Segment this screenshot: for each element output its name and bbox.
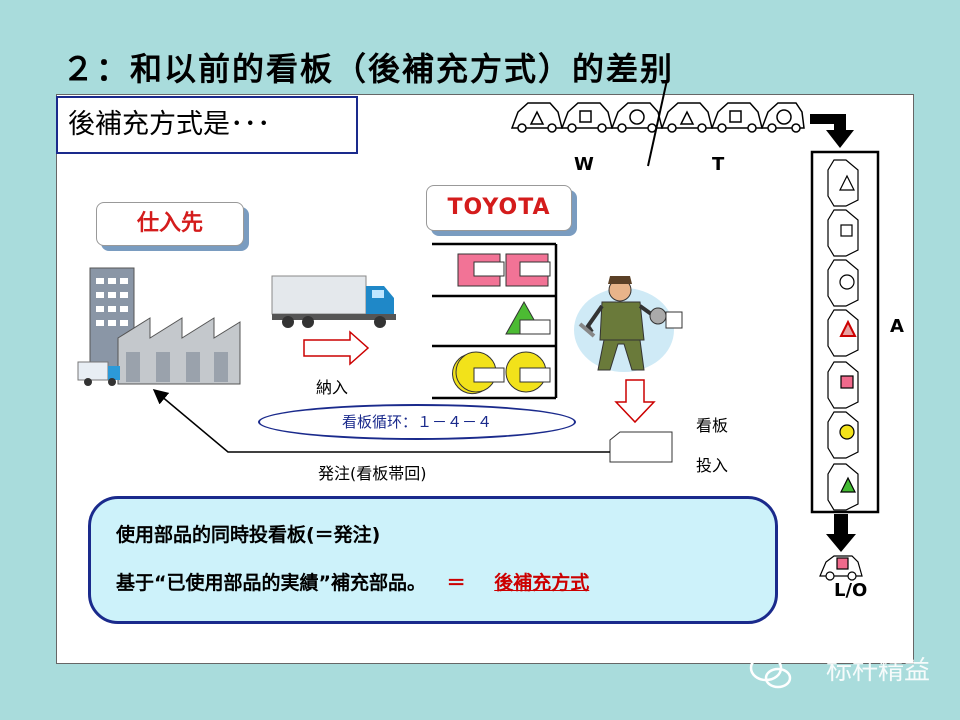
lo-car-icon — [820, 556, 862, 580]
shelf-parts — [453, 254, 550, 394]
w-label: W — [574, 154, 594, 175]
truck-icon — [272, 276, 396, 328]
summary-line-2: 基于“已使用部品的実績”補充部品。 ＝ 後補充方式 — [116, 568, 589, 595]
car-square-icon — [712, 103, 762, 132]
summary-result: 後補充方式 — [494, 572, 589, 594]
line-entry-arrow-icon — [810, 114, 854, 148]
car-circle-icon — [762, 103, 804, 132]
toyota-label: TOYOTA — [426, 185, 572, 231]
factory-icon — [78, 268, 240, 386]
kanban-cycle-oval: 看板循环：１－４－４ — [258, 404, 576, 440]
summary-line-1: 使用部品的同時投看板(＝発注) — [116, 520, 380, 547]
worker-icon — [574, 276, 682, 372]
kanban-card-icon — [610, 432, 672, 462]
line-exit-arrow-icon — [826, 514, 856, 552]
t-label: T — [712, 154, 724, 175]
lo-label: L/O — [834, 580, 867, 601]
summary-line-2-text: 基于“已使用部品的実績”補充部品。 — [116, 572, 426, 594]
summary-box — [88, 496, 778, 624]
kanban-post-arrow-icon — [616, 380, 654, 422]
delivery-label: 納入 — [316, 374, 348, 398]
delivery-arrow-icon — [304, 332, 368, 364]
supplier-label: 仕入先 — [96, 202, 244, 246]
post-label: 投入 — [696, 452, 728, 476]
wechat-icon — [748, 652, 794, 692]
order-label: 発注(看板帯回) — [318, 460, 427, 484]
summary-equals: ＝ — [447, 572, 466, 594]
car-square-icon — [562, 103, 612, 132]
car-triangle-icon — [512, 103, 562, 132]
car-circle-icon — [612, 103, 662, 132]
watermark-text: 标杆精益 — [826, 650, 930, 687]
a-label: A — [890, 316, 904, 337]
kanban-label: 看板 — [696, 412, 728, 436]
car-triangle-icon — [662, 103, 712, 132]
